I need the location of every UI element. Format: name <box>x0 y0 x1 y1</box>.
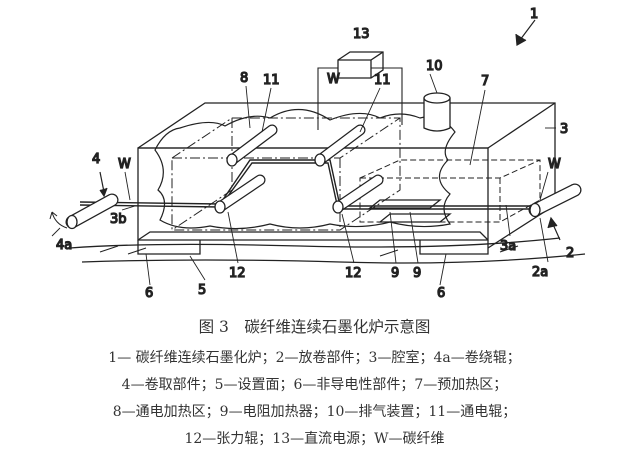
label-3a: 3a <box>500 239 516 254</box>
label-4: 4 <box>92 152 100 167</box>
label-9b: 9 <box>413 266 421 281</box>
unwinding-roller <box>528 183 582 218</box>
label-8: 8 <box>240 71 248 86</box>
cutaway-edge <box>154 108 456 230</box>
carbon-fiber <box>79 159 540 210</box>
preheat-zone <box>359 159 541 223</box>
non-conductive-members <box>137 231 489 255</box>
energizing-zone <box>171 117 401 231</box>
label-3: 3 <box>560 122 568 137</box>
label-13: 13 <box>353 27 370 42</box>
resistance-heaters <box>368 199 452 223</box>
label-9a: 9 <box>391 266 399 281</box>
winding-roller <box>49 193 119 230</box>
legend-line-3: 8—通电加热区；9—电阻加热器；10—排气装置；11—通电辊； <box>112 404 517 420</box>
legend-line-1: 1— 碳纤维连续石墨化炉；2—放卷部件；3—腔室；4a—卷绕辊； <box>108 350 521 366</box>
label-11a: 11 <box>263 73 280 88</box>
label-w-left: W <box>118 157 131 172</box>
legend-line-4: 12—张力辊；13—直流电源；W—碳纤维 <box>184 431 445 447</box>
label-11b: 11 <box>374 73 391 88</box>
label-10: 10 <box>426 59 443 74</box>
direction-arrows <box>99 19 561 241</box>
furnace-diagram: 1 2 2a 3 3a 3b 4 4a 5 6 6 7 8 9 9 10 11 … <box>49 6 586 302</box>
label-6-left: 6 <box>145 286 153 301</box>
label-12b: 12 <box>345 266 362 281</box>
label-4a: 4a <box>56 238 72 253</box>
label-7: 7 <box>481 74 489 89</box>
label-w-right: W <box>548 157 561 172</box>
label-1: 1 <box>530 7 538 22</box>
label-6-right: 6 <box>437 286 445 301</box>
label-2a: 2a <box>532 265 548 280</box>
legend-line-2: 4—卷取部件；5—设置面；6—非导电性部件；7—预加热区； <box>121 377 508 393</box>
label-w-top: W <box>327 72 340 87</box>
exhaust-device <box>423 92 451 132</box>
label-12a: 12 <box>229 266 246 281</box>
dc-power-supply <box>317 51 403 130</box>
tension-rollers <box>214 174 384 214</box>
label-5: 5 <box>198 283 206 298</box>
figure-caption: 图 3 碳纤维连续石墨化炉示意图 <box>198 318 431 336</box>
label-2: 2 <box>566 246 574 261</box>
installation-surface <box>69 237 586 264</box>
label-3b: 3b <box>110 212 127 227</box>
energizing-rollers <box>226 124 366 167</box>
leader-lines <box>51 73 556 286</box>
